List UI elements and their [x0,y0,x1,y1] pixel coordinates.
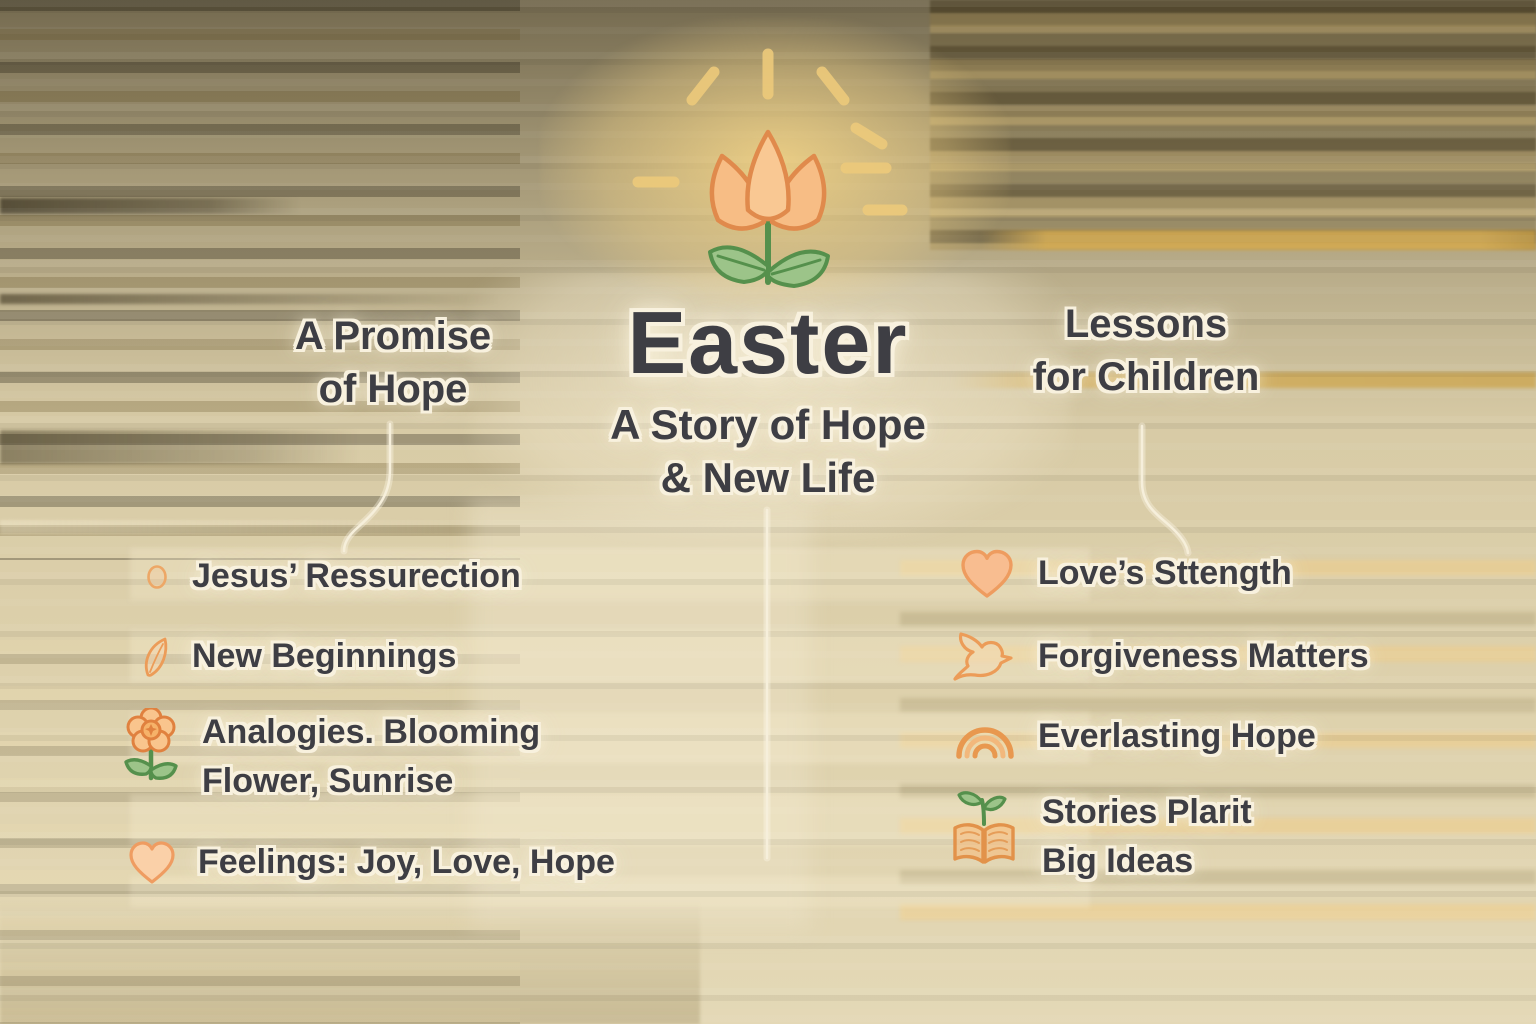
left-item-beginnings: New Beginnings [140,632,456,681]
left-heading-line-2: of Hope [318,367,468,412]
leaf-icon [140,636,172,678]
left-heading-line-1: A Promise [294,314,492,358]
left-item-label: New Beginnings [192,637,457,675]
glitch-band [0,520,480,534]
left-item-label-line-1: Analogies. Blooming [202,713,541,751]
right-item-hope: Everlasting Hope [952,712,1316,761]
left-item-label: Feelings: Joy, Love, Hope [198,843,615,881]
glitch-band [980,230,1536,250]
glitch-streaks-top-left [0,0,520,560]
flower-icon [120,708,182,800]
main-subtitle: A Story of Hope & New Life [468,398,1068,505]
left-item-label: Jesus’ Ressurection [192,557,521,595]
heart-outline-icon [126,840,178,886]
glitch-band [0,198,300,214]
subtitle-line-2: & New Life [660,454,876,502]
egg-icon [142,562,172,592]
dove-icon [950,628,1018,686]
right-item-label: Forgiveness Matters [1038,637,1369,676]
left-item-label-line-2: Flower, Sunrise [202,762,454,801]
left-item-label: Analogies. Blooming Flower, Sunrise [202,708,540,807]
right-item-label: Love’s Sttength [1038,554,1292,593]
center-light-column [470,270,1070,540]
row-highlight-bands [130,548,1090,908]
right-item-stories: Stories Plarit Big Ideas [946,788,1252,887]
right-item-label-line-1: Stories Plarit [1042,793,1252,831]
glitch-band [0,430,360,464]
right-item-label-line-2: Big Ideas [1042,842,1194,881]
center-light-column-lower [470,500,810,930]
heart-icon [956,548,1018,600]
right-item-label: Stories Plarit Big Ideas [1042,788,1252,887]
glitch-streaks-top-right [930,0,1536,250]
book-sprout-icon [946,788,1022,870]
right-heading-line-2: for Children [1032,355,1260,400]
right-item-forgiveness: Forgiveness Matters [950,628,1369,686]
right-branch-heading: Lessons for Children [981,298,1311,404]
glitch-band [950,372,1536,388]
left-item-feelings: Feelings: Joy, Love, Hope [126,838,615,887]
tulip-sun-icon [632,48,908,288]
subtitle-line-1: A Story of Hope [610,401,926,448]
right-item-label: Everlasting Hope [1038,717,1316,755]
rainbow-icon [952,714,1018,760]
left-branch-heading: A Promise of Hope [228,310,558,416]
right-item-love: Love’s Sttength [956,548,1292,600]
left-item-analogies: Analogies. Blooming Flower, Sunrise [120,708,540,807]
glitch-band [0,294,500,304]
main-title: Easter [627,293,909,392]
right-heading-line-1: Lessons [1064,302,1228,346]
glitch-band [0,900,700,1024]
left-item-resurrection: Jesus’ Ressurection [142,552,521,601]
glitch-streaks-bottom-left [0,640,520,1024]
